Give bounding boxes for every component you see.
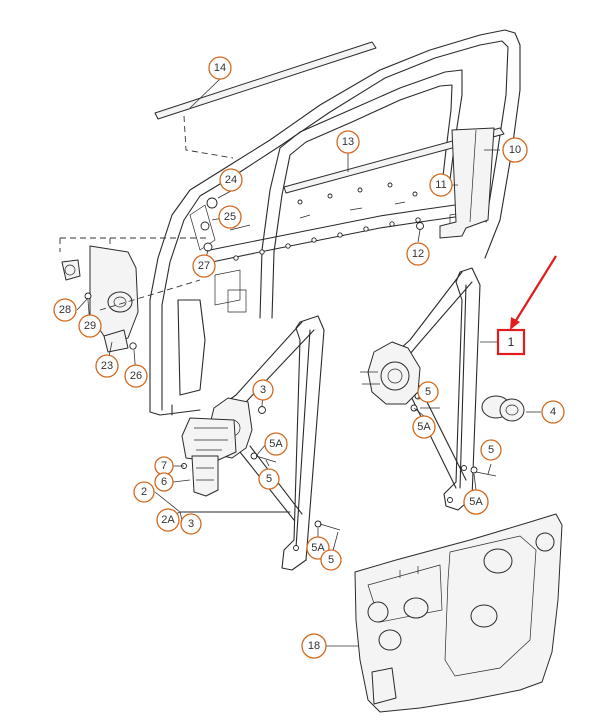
callout-24: 24 bbox=[219, 168, 243, 192]
callout-label: 29 bbox=[84, 320, 96, 332]
callout-5A-right-lower: 5A bbox=[463, 489, 489, 515]
callout-18: 18 bbox=[301, 633, 327, 659]
callout-5-right-lower: 5 bbox=[480, 439, 502, 461]
highlight-arrow bbox=[510, 255, 557, 330]
right-window-regulator bbox=[360, 267, 481, 511]
callout-28: 28 bbox=[53, 298, 77, 322]
callout-27: 27 bbox=[192, 254, 216, 278]
callout-label: 5 bbox=[425, 386, 431, 398]
callout-label: 5 bbox=[488, 444, 494, 456]
callout-13: 13 bbox=[336, 130, 360, 154]
callout-label: 5 bbox=[328, 554, 334, 566]
guide-channel bbox=[439, 127, 495, 239]
callout-14: 14 bbox=[208, 56, 232, 80]
callout-7: 7 bbox=[154, 456, 174, 476]
callout-23: 23 bbox=[95, 354, 119, 378]
callout-6: 6 bbox=[154, 472, 174, 492]
callout-label: 27 bbox=[198, 260, 210, 272]
callout-26: 26 bbox=[124, 364, 148, 388]
callout-5A-right-upper: 5A bbox=[412, 415, 436, 439]
callout-2: 2 bbox=[133, 481, 155, 503]
callout-label: 3 bbox=[188, 518, 194, 530]
callout-label: 26 bbox=[130, 370, 142, 382]
callout-4: 4 bbox=[541, 400, 565, 424]
callout-label: 5 bbox=[266, 473, 272, 485]
seal-dashed-guide bbox=[183, 115, 234, 159]
callout-label: 14 bbox=[214, 62, 226, 74]
callout-label: 5A bbox=[269, 438, 283, 450]
callout-2A: 2A bbox=[156, 508, 180, 532]
outer-window-seal bbox=[154, 41, 377, 120]
callout-label: 11 bbox=[435, 179, 446, 191]
left-window-regulator bbox=[179, 315, 341, 571]
callout-10: 10 bbox=[502, 137, 528, 163]
callout-11: 11 bbox=[429, 173, 453, 197]
highlighted-part-1[interactable]: 1 bbox=[496, 328, 526, 356]
callout-label: 7 bbox=[161, 460, 167, 472]
frame-holes bbox=[233, 182, 421, 261]
right-regulator-screws bbox=[410, 392, 497, 477]
callout-label: 3 bbox=[260, 384, 266, 396]
callout-25: 25 bbox=[218, 205, 242, 229]
callout-3-lower: 3 bbox=[180, 513, 202, 535]
callout-label: 10 bbox=[509, 144, 521, 156]
inner-window-seal bbox=[283, 127, 505, 194]
callout-3-upper: 3 bbox=[252, 379, 274, 401]
callout-label: 6 bbox=[161, 476, 167, 488]
highlight-box bbox=[496, 328, 526, 356]
callout-5A-left-upper: 5A bbox=[264, 432, 288, 456]
door-lock bbox=[59, 237, 208, 353]
callout-label: 23 bbox=[101, 360, 113, 372]
highlight-label: 1 bbox=[508, 335, 515, 349]
callout-29: 29 bbox=[78, 314, 102, 338]
callout-label: 28 bbox=[59, 304, 71, 316]
callout-12: 12 bbox=[406, 242, 430, 266]
callout-label: 18 bbox=[308, 640, 320, 652]
window-handle bbox=[481, 395, 525, 422]
callout-label: 2 bbox=[141, 486, 147, 498]
door-trim-panel bbox=[354, 513, 563, 713]
callout-5-right-upper: 5 bbox=[417, 381, 439, 403]
callout-label: 5A bbox=[469, 496, 483, 508]
callout-label: 12 bbox=[412, 248, 424, 260]
callout-5-left-lower: 5 bbox=[320, 549, 342, 571]
callout-label: 4 bbox=[550, 406, 556, 418]
callout-label: 2A bbox=[161, 514, 175, 526]
callout-label: 25 bbox=[224, 211, 236, 223]
callout-label: 13 bbox=[342, 136, 354, 148]
callout-5-left-upper: 5 bbox=[258, 468, 280, 490]
callout-label: 5A bbox=[417, 421, 431, 433]
callout-label: 24 bbox=[225, 174, 237, 186]
callout-label: 5A bbox=[311, 542, 325, 554]
